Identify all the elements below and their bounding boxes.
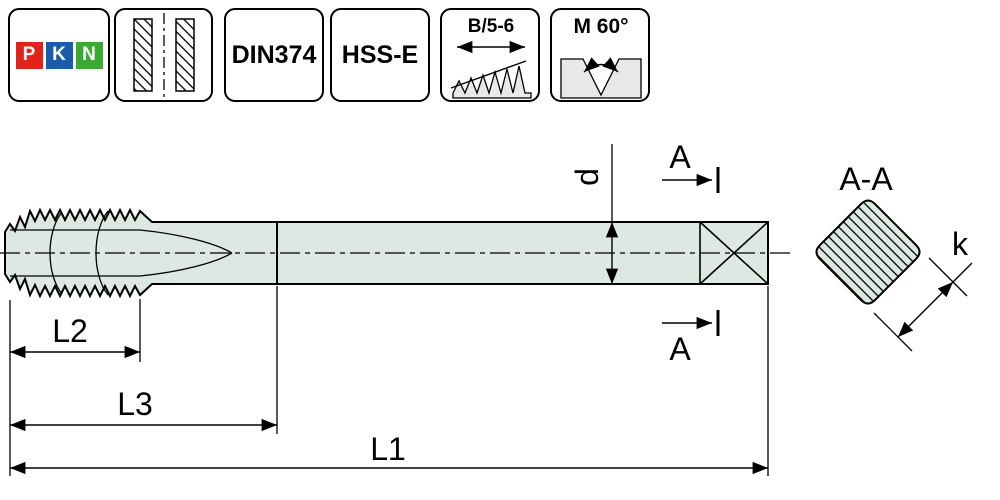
section-mark-top-label: A: [669, 139, 691, 175]
chamfer-form-icon: B/5-6: [450, 16, 532, 99]
dimension-l3: L3: [9, 386, 277, 432]
dimension-l2: L2: [9, 313, 140, 359]
section-mark-bottom-label: A: [669, 331, 691, 367]
dimension-k: [873, 257, 973, 352]
round-shank-icon: [132, 13, 195, 97]
thread-angle-box: M 60°: [550, 8, 650, 102]
logo-letter-n: N: [75, 41, 103, 69]
flute-lines: [10, 210, 233, 296]
din-standard-label: DIN374: [231, 40, 317, 69]
square-section-hatch: [816, 200, 920, 304]
chamfer-form-label: B/5-6: [467, 16, 513, 37]
square-width-label: k: [952, 226, 969, 262]
shank-symbol-box: [114, 8, 213, 102]
section-view-a-a: A-A k: [815, 161, 973, 352]
section-plane-a: A A: [662, 139, 720, 367]
logo-letter-k: K: [45, 41, 73, 69]
din-standard-box: DIN374: [224, 8, 324, 102]
brand-logo-box: P K N: [8, 8, 110, 102]
extension-lines: [9, 286, 769, 476]
logo-letter-p: P: [15, 41, 43, 69]
chamfer-form-box: B/5-6: [440, 8, 540, 102]
thread-angle-label: M 60°: [573, 15, 628, 38]
material-label: HSS-E: [341, 40, 419, 69]
overall-length-label: L1: [370, 431, 406, 467]
diameter-label: d: [569, 168, 605, 186]
thread-profile-icon: M 60°: [559, 15, 642, 99]
material-box: HSS-E: [330, 8, 430, 102]
brand-logo: P K N: [15, 41, 103, 69]
dimension-d: d: [569, 144, 619, 284]
shank-start-length-label: L3: [117, 386, 153, 422]
tap-technical-drawing: d A A A-A k: [0, 139, 973, 476]
section-view-title: A-A: [839, 161, 893, 197]
dimension-l1: L1: [9, 431, 768, 475]
thread-length-label: L2: [52, 313, 88, 349]
